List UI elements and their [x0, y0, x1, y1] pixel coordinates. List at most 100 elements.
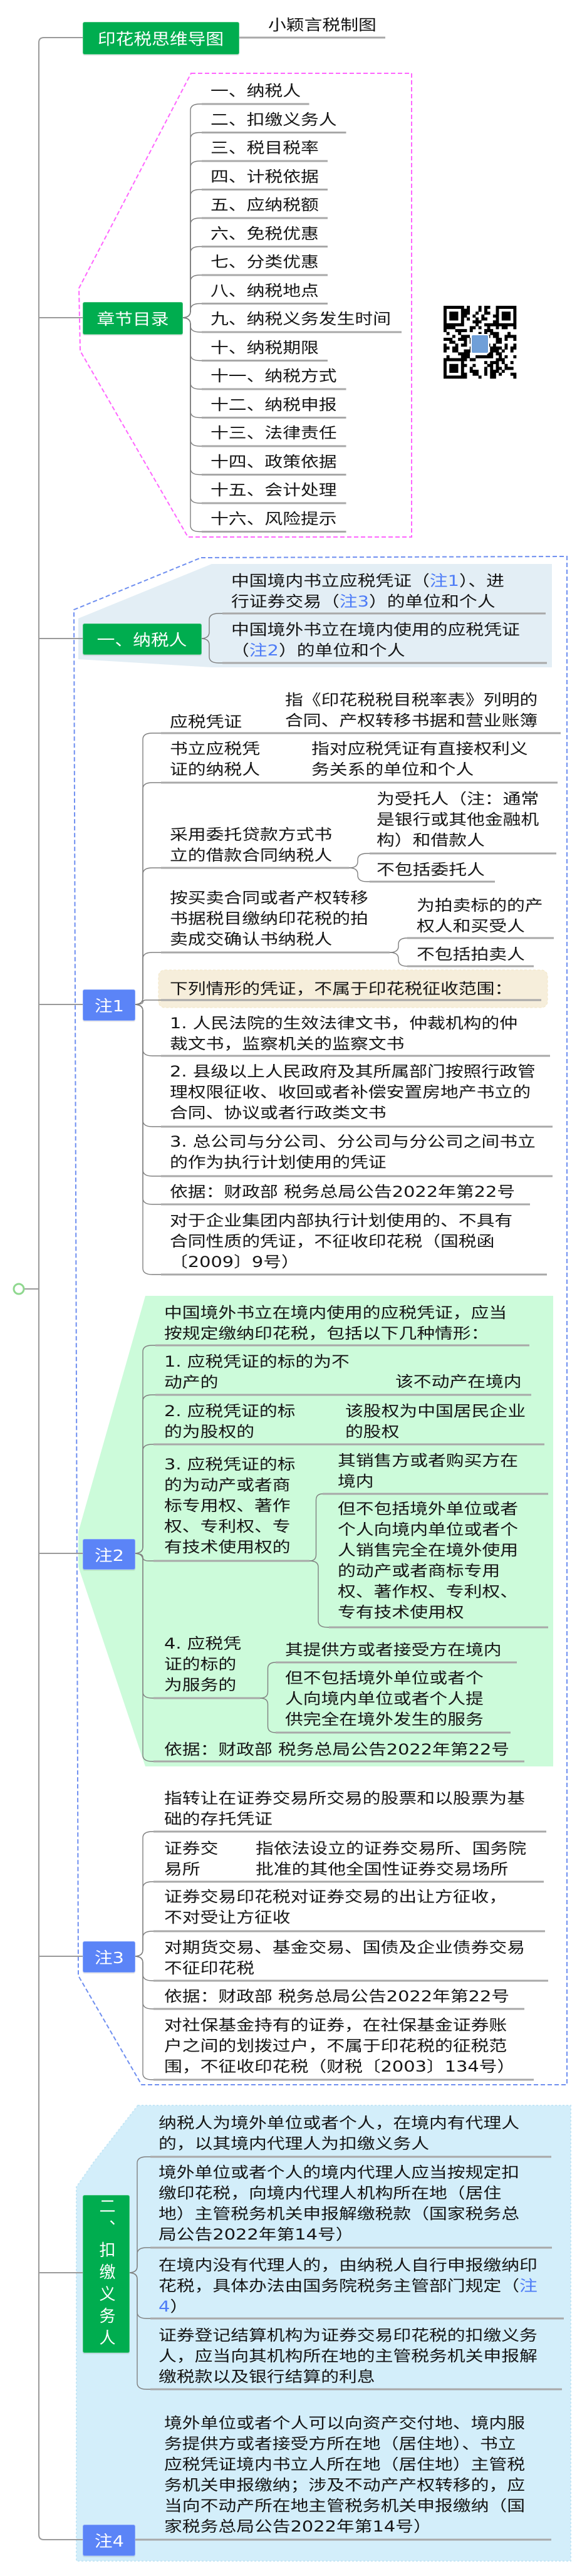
withholding-item[interactable]: 在境内没有代理人的，由纳税人自行申报缴纳印花税，具体办法由国务院税务主管部门规定… — [158, 2255, 538, 2317]
note1-item[interactable]: 采用委托贷款方式书立的借款合同纳税人 — [170, 825, 332, 866]
qr-module — [496, 338, 499, 341]
note-link[interactable]: 注2 — [249, 641, 279, 659]
node-taxpayer[interactable]: 一、纳税人 — [83, 623, 202, 655]
node-note4[interactable]: 注4 — [83, 2525, 135, 2556]
node-note3[interactable]: 注3 — [83, 1941, 135, 1973]
withholding-item[interactable]: 纳税人为境外单位或者个人，在境内有代理人的，以其境内代理人为扣缴义务人 — [158, 2113, 519, 2154]
note4-label: 注4 — [94, 2532, 124, 2550]
qr-module — [458, 306, 462, 309]
toc-item[interactable]: 十六、风险提示 — [210, 509, 337, 528]
note1-item[interactable]: 3. 总公司与分公司、分公司与分公司之间书立的作为执行计划使用的凭证 — [170, 1132, 536, 1173]
note1-basis[interactable]: 依据：财政部 税务总局公告2022年第22号 — [170, 1182, 515, 1202]
text-line: 该股权为中国居民企业 — [345, 1402, 526, 1420]
toc-item[interactable]: 十三、法律责任 — [210, 424, 337, 442]
note1-item[interactable]: 对于企业集团内部执行计划使用的、不具有合同性质的凭证，不征收印花税（国税函〔20… — [170, 1211, 512, 1273]
qr-module — [460, 361, 464, 365]
toc-item[interactable]: 五、应纳税额 — [210, 196, 319, 214]
node-note2[interactable]: 注2 — [83, 1539, 135, 1570]
qr-module — [449, 317, 453, 321]
qr-module — [501, 358, 505, 362]
toc-item[interactable]: 十、纳税期限 — [210, 338, 319, 357]
note1-subitem[interactable]: 为拍卖标的的产权人和买受人 — [417, 895, 543, 937]
note1-subitem[interactable]: 不包括拍卖人 — [417, 944, 525, 965]
withholding-item[interactable]: 境外单位或者个人的境内代理人应当按规定扣缴印花税，向境内代理人机构所在地（居住地… — [158, 2162, 519, 2245]
note2-basis[interactable]: 依据：财政部 税务总局公告2022年第22号 — [164, 1739, 509, 1760]
connector — [181, 132, 202, 318]
note3-item[interactable]: 对期货交易、基金交易、国债及企业债券交易不征印花税 — [164, 1937, 525, 1979]
note4-item[interactable]: 境外单位或者个人可以向资产交付地、境内服务提供方或者接受方所在地（居住地）、书立… — [164, 2413, 525, 2537]
note2-subitem[interactable]: 但不包括境外单位或者个人向境内单位或者个人销售完全在境外使用的动产或者商标专用权… — [338, 1499, 518, 1623]
toc-item[interactable]: 三、税目税率 — [210, 139, 319, 157]
toc-item[interactable]: 八、纳税地点 — [210, 281, 319, 300]
toc-item[interactable]: 十二、纳税申报 — [210, 395, 337, 414]
qr-module — [449, 358, 453, 362]
qr-module — [510, 361, 514, 365]
note2-item[interactable]: 2. 应税凭证的标的为股权的 — [164, 1401, 295, 1442]
note1-subitem[interactable]: 不包括委托人 — [377, 860, 485, 880]
note2-subitem[interactable]: 但不包括境外单位或者个人向境内单位或者个人提供完全在境外发生的服务 — [285, 1668, 484, 1730]
note2-subitem[interactable]: 该不动产在境内 — [395, 1372, 522, 1392]
note2-subitem[interactable]: 其销售方或者购买方在境内 — [338, 1451, 518, 1492]
qr-module — [478, 355, 482, 358]
toc-item[interactable]: 十四、政策依据 — [210, 452, 337, 471]
note1-item[interactable]: 应税凭证 — [170, 712, 242, 733]
toc-item[interactable]: 十五、会计处理 — [210, 481, 337, 499]
toc-item[interactable]: 六、免税优惠 — [210, 224, 319, 242]
note2-item[interactable]: 1. 应税凭证的标的为不动产的 — [164, 1352, 350, 1393]
qr-module — [513, 317, 517, 321]
note2-item[interactable]: 4. 应税凭证的标的为服务的 — [164, 1634, 241, 1696]
qr-module — [504, 306, 508, 309]
note-link[interactable]: 注1 — [429, 571, 459, 590]
toc-item[interactable]: 一、纳税人 — [210, 82, 301, 100]
toc-item[interactable]: 九、纳税义务发生时间 — [210, 310, 391, 328]
note1-subitem[interactable]: 为受托人（注：通常是银行或其他金融机构）和借款人 — [377, 789, 539, 851]
toc-item[interactable]: 四、计税依据 — [210, 167, 319, 185]
note1-subitem[interactable]: 指对应税凭证有直接权利义务关系的单位和个人 — [311, 739, 528, 780]
qr-module — [496, 370, 499, 373]
qr-module — [475, 370, 479, 373]
qr-module — [452, 375, 455, 379]
toc-item[interactable]: 十一、纳税方式 — [210, 367, 337, 385]
note3-item[interactable]: 证券交易所 — [164, 1838, 218, 1880]
note-link[interactable]: 注 — [519, 2276, 538, 2295]
connector — [133, 1004, 161, 1127]
text-line: 为拍卖标的的产 — [417, 896, 543, 914]
withholding-item[interactable]: 证券登记结算机构为证券交易印花税的扣缴义务人，应当向其机构所在地的主管税务机关申… — [158, 2325, 538, 2387]
connector — [133, 1004, 161, 1275]
taxpayer-item[interactable]: 中国境外书立在境内使用的应税凭证（注2）的单位和个人 — [231, 620, 520, 661]
qr-module — [490, 367, 494, 370]
note1-item[interactable]: 书立应税凭证的纳税人 — [170, 739, 260, 780]
connector — [181, 317, 202, 447]
node-withholding-agent[interactable]: 二、扣缴义务人 — [83, 2195, 130, 2353]
qr-module — [458, 352, 462, 356]
note-link[interactable]: 4 — [158, 2297, 170, 2315]
qr-module — [464, 343, 467, 347]
note2-subitem[interactable]: 其提供方或者接受方在境内 — [285, 1640, 502, 1661]
collapse-toggle-icon[interactable] — [13, 1283, 25, 1295]
qr-module — [449, 311, 453, 315]
note3-subitem[interactable]: 指依法设立的证券交易所、国务院批准的其他全国性证券交易场所 — [256, 1838, 526, 1880]
root-node-title[interactable]: 印花税思维导图 — [83, 22, 239, 55]
note2-item[interactable]: 3. 应税凭证的标的为动产或者商标专用权、著作权、专利权、专有技术使用权的 — [164, 1454, 295, 1558]
toc-item[interactable]: 二、扣缴义务人 — [210, 110, 337, 128]
note3-item[interactable]: 指转让在证券交易所交易的股票和以股票为基础的存托凭证 — [164, 1788, 525, 1830]
qr-module — [504, 323, 508, 326]
note1-item[interactable]: 按买卖合同或者产权转移书据税目缴纳印花税的拍卖成交确认书纳税人 — [170, 888, 368, 950]
note3-basis[interactable]: 依据：财政部 税务总局公告2022年第22号 — [164, 1986, 509, 2007]
qr-module — [478, 306, 482, 309]
connector — [348, 853, 370, 868]
note1-subitem[interactable]: 指《印花税税目税率表》列明的合同、产权转移书据和营业账簿 — [285, 690, 538, 731]
node-note1[interactable]: 注1 — [83, 989, 135, 1021]
note3-item[interactable]: 对社保基金持有的证券，在社保基金证券账户之间的划拨过户，不属于印花税的征税范围，… — [164, 2015, 515, 2077]
note1-item[interactable]: 2. 县级以上人民政府及其所属部门按照行政管理权限征收、收回或者补偿安置房地产书… — [170, 1061, 536, 1124]
note1-highlight-heading[interactable]: 下列情形的凭证，不属于印花税征收范围： — [170, 979, 512, 999]
note2-intro[interactable]: 中国境外书立在境内使用的应税凭证，应当按规定缴纳印花税，包括以下几种情形： — [164, 1303, 507, 1344]
note-link[interactable]: 注3 — [339, 592, 369, 610]
node-toc[interactable]: 章节目录 — [83, 302, 183, 335]
note2-subitem[interactable]: 该股权为中国居民企业的股权 — [345, 1401, 526, 1442]
note1-item[interactable]: 1. 人民法院的生效法律文书，仲裁机构的仲裁文书，监察机关的监察文书 — [170, 1013, 517, 1055]
taxpayer-item[interactable]: 中国境内书立应税凭证（注1）、进行证券交易（注3）的单位和个人 — [231, 571, 504, 612]
note3-item[interactable]: 证券交易印花税对证券交易的出让方征收，不对受让方征收 — [164, 1887, 507, 1928]
qr-module — [452, 335, 455, 338]
toc-item[interactable]: 七、分类优惠 — [210, 253, 319, 271]
